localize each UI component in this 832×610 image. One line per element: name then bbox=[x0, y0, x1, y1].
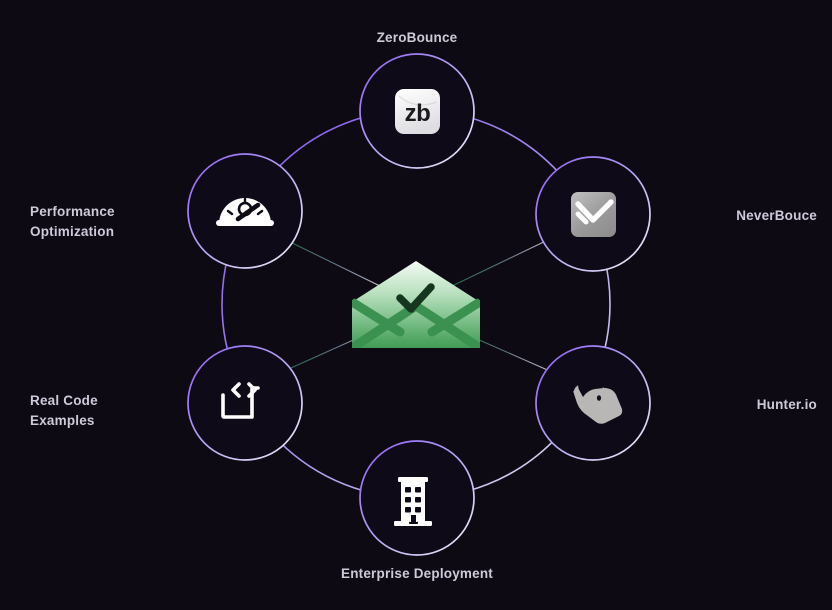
envelope-check-icon bbox=[352, 261, 480, 348]
spoke-neverbounce bbox=[451, 237, 553, 287]
speedometer-icon bbox=[216, 197, 274, 226]
zerobounce-logo-icon: zb bbox=[395, 89, 440, 134]
node-circle-real-code-examples[interactable] bbox=[187, 345, 303, 461]
building-icon bbox=[394, 477, 432, 526]
spoke-performance-optimization bbox=[281, 237, 381, 287]
neverbounce-logo-icon bbox=[571, 192, 616, 237]
hunter-fox-logo-icon bbox=[573, 385, 623, 424]
code-brackets-icon bbox=[221, 382, 260, 419]
svg-text:zb: zb bbox=[405, 100, 431, 127]
